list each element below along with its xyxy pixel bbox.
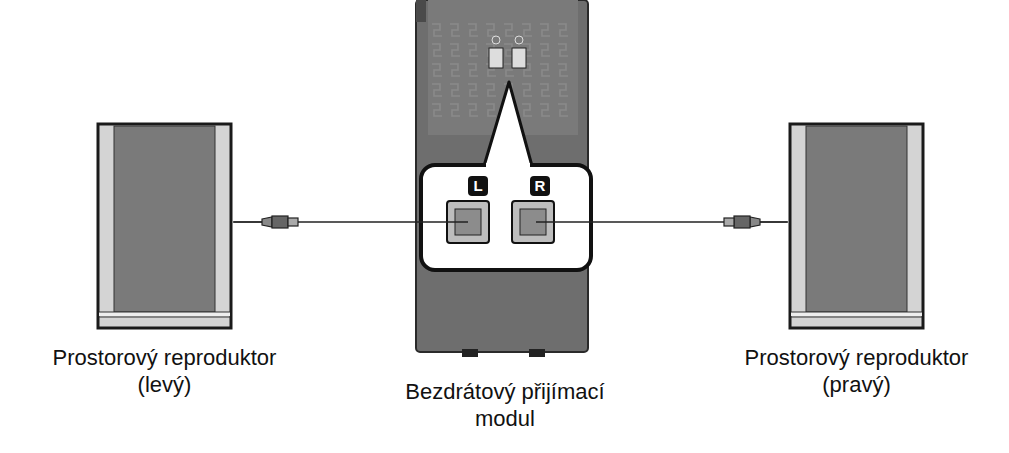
wire [536,221,596,223]
caption-label: Bezdrátový přijímací modul [385,378,625,432]
speaker-cable [596,221,788,223]
channel-badge: L [468,176,488,196]
surround-speaker: Prostorový reproduktor (levý) [96,122,233,330]
speaker-cable [233,221,414,223]
module-illustration [414,0,596,358]
wire [414,221,468,223]
surround-speaker: Prostorový reproduktor (pravý) [788,122,925,330]
channel-badge: R [530,176,550,196]
speaker-plug [234,216,298,228]
speaker-illustration [788,122,925,330]
speaker-illustration [96,122,233,330]
caption-label: Prostorový reproduktor (pravý) [722,344,992,398]
receiver-module: Bezdrátový přijímací modul [414,0,596,358]
speaker-plug [724,216,787,228]
caption-label: Prostorový reproduktor (levý) [30,344,300,398]
